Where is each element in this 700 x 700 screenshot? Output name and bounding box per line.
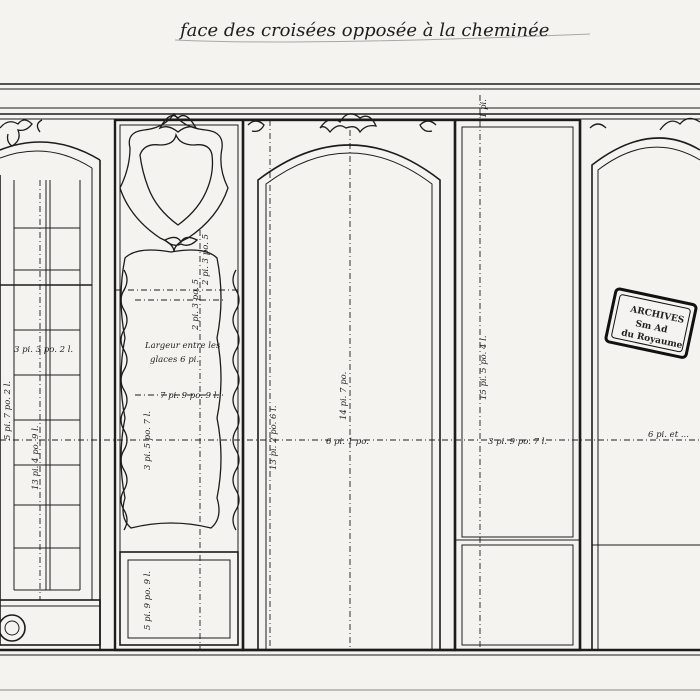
- dim-glass-note-1: Largeur entre les: [144, 341, 221, 351]
- rosette-ornament: [0, 614, 26, 642]
- dim-mirror-a: 2 pi. 3 po. 5: [191, 279, 201, 331]
- narrow-dado-panel: [461, 544, 574, 646]
- dimension-lines: [0, 95, 700, 650]
- central-crest-ornament: [319, 113, 378, 134]
- dim-pier-height: 13 pi. 2 po. 6 l.: [269, 405, 279, 470]
- dim-door-width: 6 pi. 1 po.: [326, 437, 369, 447]
- pier-glass-panel: [113, 112, 245, 652]
- dim-right-width: 6 pi. et ...: [648, 430, 689, 440]
- right-crest-ornament: [589, 117, 700, 131]
- dim-glass-note-2: glaces 6 pi.: [150, 355, 199, 365]
- window-sill-panel: [0, 599, 101, 646]
- mirror-bead-chain: [120, 269, 240, 531]
- dim-mirror-span: 3 pi. 5 po. 7 l.: [143, 411, 153, 470]
- dim-side-height: 15 pi. 5 po. 4 l.: [479, 335, 489, 400]
- dim-top-mark: 1 pi.: [479, 99, 489, 118]
- dim-window-lower: 5 pi. 7 po. 2 l.: [3, 381, 13, 440]
- mirror-frame-ornament: [119, 112, 229, 253]
- dimension-labels: 3 pi. 3 po. 2 l. 13 pi. 4 po. 9 l. 5 pi.…: [3, 99, 689, 630]
- window-glazing: [0, 180, 92, 591]
- french-window: [0, 119, 101, 650]
- dim-mirror-b: 2 pi. 3 po. 5: [201, 234, 211, 286]
- dim-window-height: 13 pi. 4 po. 9 l.: [31, 425, 41, 490]
- dim-bottom-mark: 5 pi. 9 po. 9 l.: [143, 571, 153, 630]
- window-crest-ornament: [0, 119, 43, 147]
- right-arched-panel: [578, 117, 700, 650]
- dim-mirror-width: 7 pi. 9 po. 9 l.: [160, 391, 219, 401]
- dim-panel-height: 14 pi. 7 po.: [339, 372, 349, 420]
- lower-mirror-frame: [120, 249, 222, 529]
- title-underline-flourish: [174, 33, 591, 43]
- dim-side-width: 3 pi. 9 po. 7 l.: [488, 437, 547, 447]
- drawing-title: face des croisées opposée à la cheminée: [178, 20, 549, 41]
- pier-dado-panel: [119, 551, 239, 646]
- dim-window-upper: 3 pi. 3 po. 2 l.: [14, 345, 73, 355]
